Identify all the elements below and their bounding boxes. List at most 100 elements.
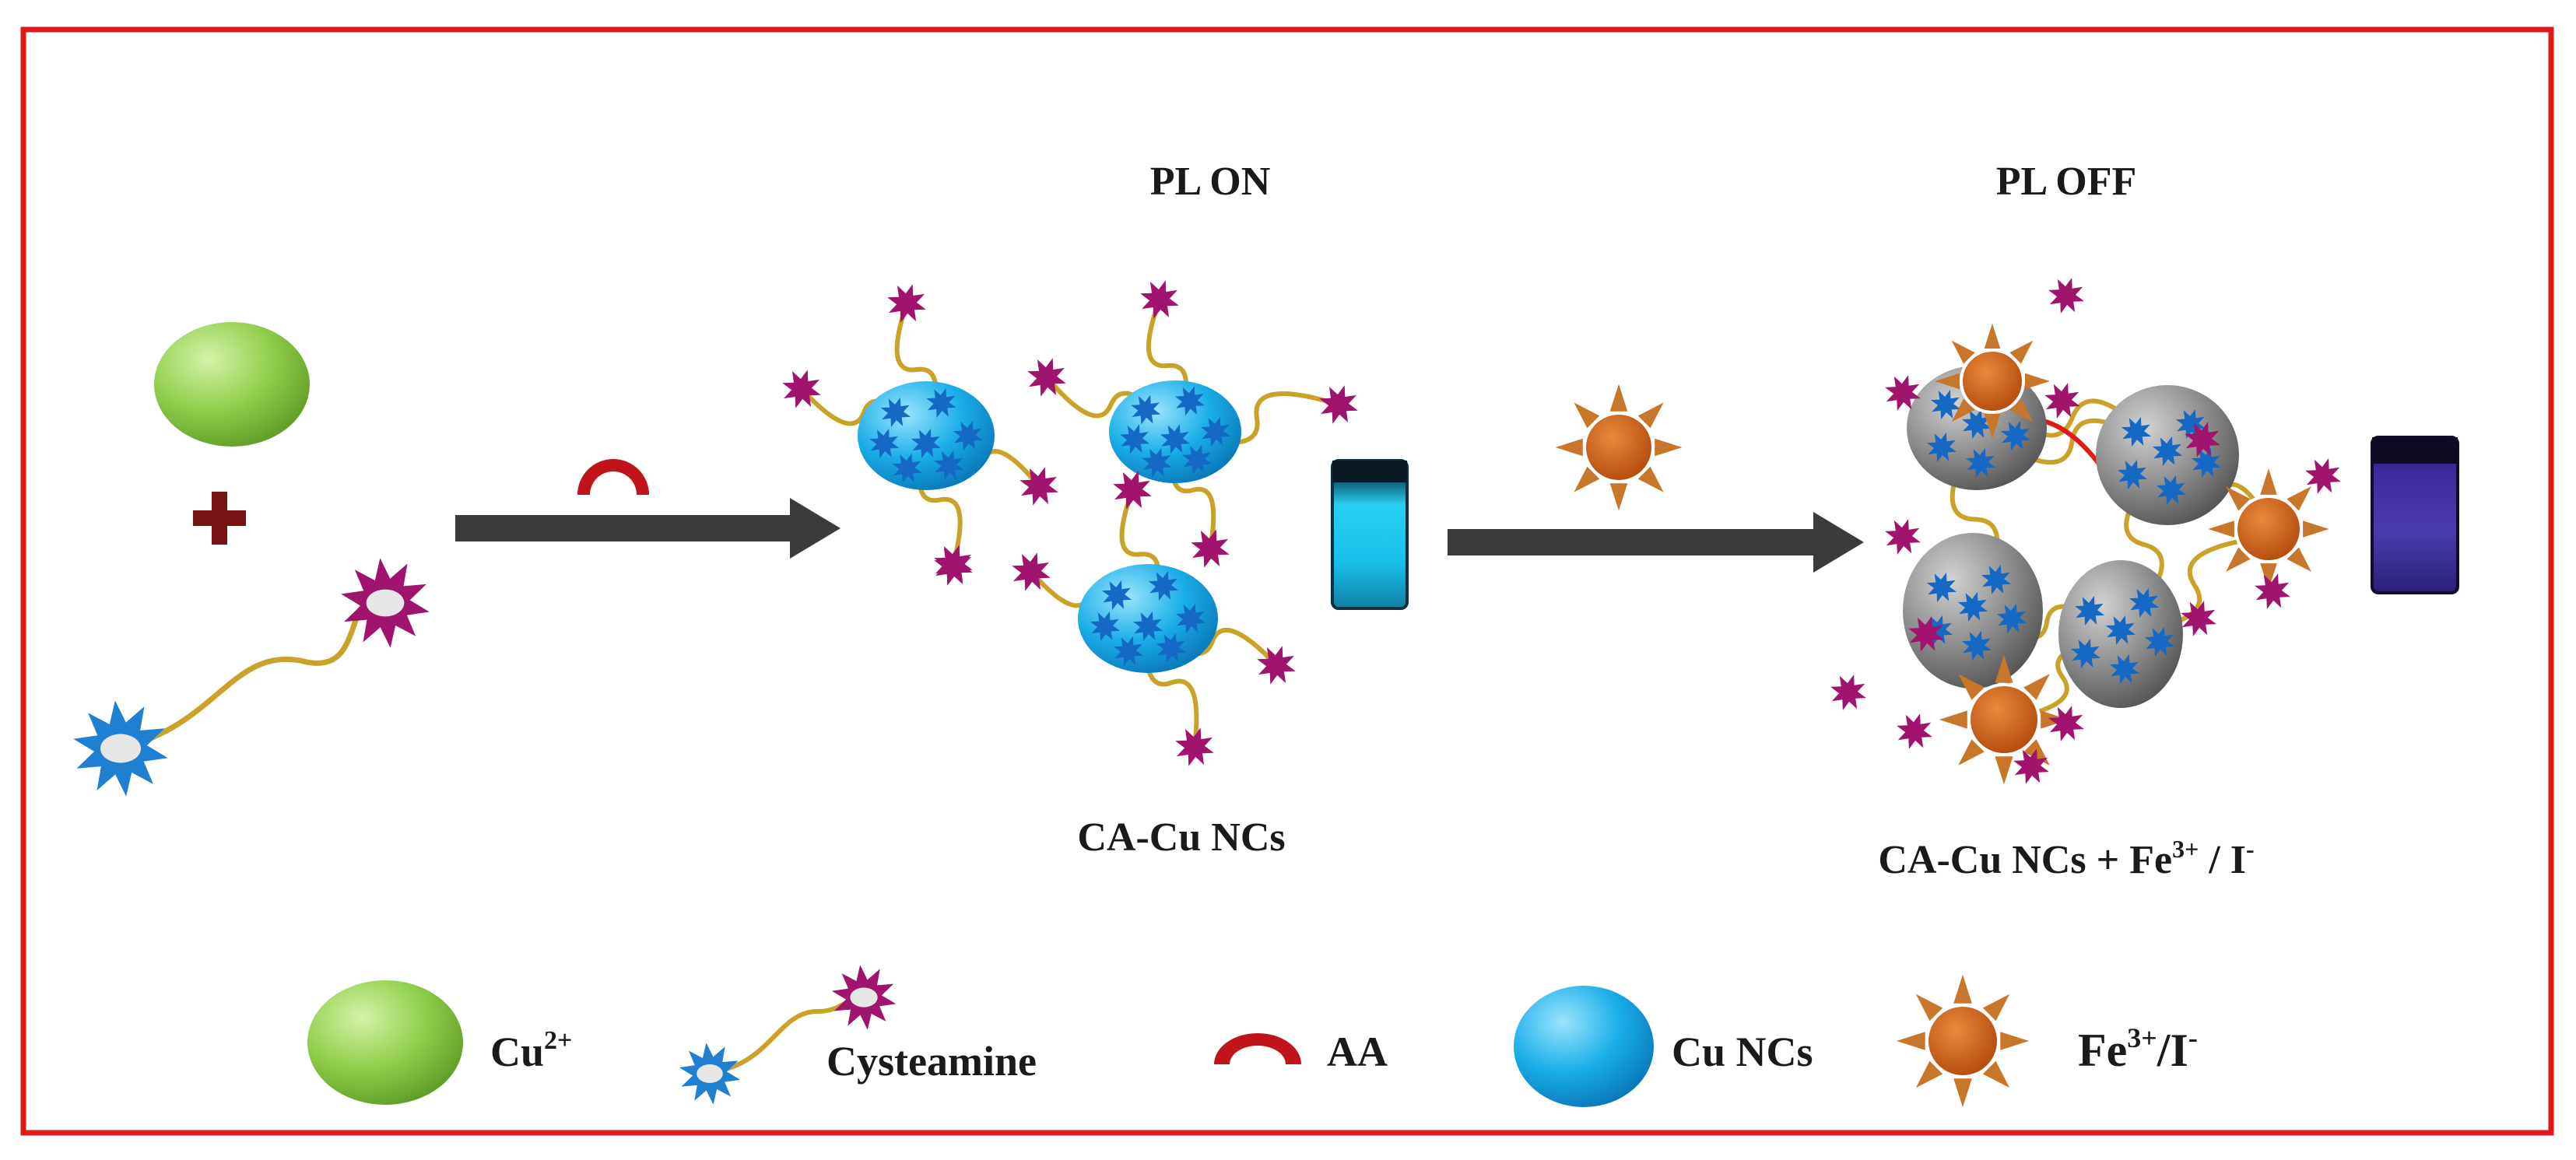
quenched-nc-site-icon	[2070, 638, 2101, 669]
nc-2-surface-site-icon	[1182, 444, 1213, 475]
legend-cu-ncs-icon	[1514, 986, 1654, 1107]
plus-sign	[193, 492, 246, 545]
quenched-nc-site-icon	[1965, 447, 1996, 478]
nc-1-ligand-head-icon	[1020, 467, 1058, 506]
nc-3-ligand-head-icon	[1012, 552, 1051, 591]
nc-3-surface-site-icon	[1101, 580, 1132, 611]
aggregate-ligand-head-icon	[2048, 278, 2084, 314]
nc-1-ligand-head-icon	[782, 370, 821, 408]
reaction-arrow-1-shaft	[455, 515, 798, 541]
ca-cu-ncs-label: CA-Cu NCs	[1077, 815, 1285, 860]
nc-2-ligand-head-icon	[1140, 280, 1179, 319]
reaction-arrow-2-head	[1813, 512, 1864, 573]
cysteamine-thiol-burst	[73, 700, 168, 797]
quenched-nc-site-icon	[2191, 447, 2222, 478]
aggregate-ligand-head-icon	[1885, 519, 1921, 555]
aggregate-ligand-head-icon	[1830, 675, 1866, 710]
nc-2-surface-site-icon	[1160, 424, 1191, 454]
quenched-nc-site-icon	[1961, 630, 1992, 661]
nc-3-surface-site-icon	[1132, 611, 1163, 642]
reaction-arrow-2-shaft	[1448, 529, 1821, 555]
ca-cu-ncs-fe-i-label: CA-Cu NCs + Fe3+ / I-	[1878, 835, 2254, 882]
nc-3-surface-site-icon	[1113, 636, 1144, 667]
cysteamine-amine-burst	[341, 558, 430, 648]
aggregate-ligand-head-icon	[2181, 601, 2216, 636]
quenched-nc-site-icon	[1996, 603, 2027, 634]
aggregate-ligand-head-icon	[2013, 748, 2049, 784]
nc-1	[782, 284, 1058, 584]
nc-2-surface-site-icon	[1131, 394, 1161, 425]
legend-aa-icon	[1214, 1033, 1301, 1064]
quenched-nc-site-icon	[2175, 408, 2206, 440]
cu-ion-sphere	[154, 322, 310, 447]
aa-icon	[577, 459, 649, 495]
legend-aa-label: AA	[1327, 1029, 1388, 1075]
legend-fe-i-icon	[1896, 974, 2030, 1108]
quenched-nc-site-icon	[2105, 615, 2136, 646]
legend-amine-burst	[831, 965, 897, 1030]
nc-2	[1027, 280, 1358, 568]
legend-fe-sun	[1896, 974, 2030, 1108]
nc-3-ligand-head-icon	[1257, 646, 1296, 685]
quenched-nc-site-icon	[1961, 408, 1992, 440]
aggregate-ligand-head-icon	[2255, 573, 2290, 609]
legend-cu-ncs-label: Cu NCs	[1672, 1029, 1813, 1075]
nc-1-surface-site-icon	[911, 428, 942, 459]
nc-2-ligand-head-icon	[1191, 529, 1230, 568]
nc-1-ligand-head-icon	[887, 284, 926, 323]
nc-2-surface-site-icon	[1200, 416, 1231, 447]
quenched-nc-site-icon	[2144, 626, 2175, 657]
fe-i-icon	[1555, 384, 1683, 511]
ca-cu-ncs-cluster	[782, 280, 1358, 766]
vial-pl-off	[2371, 436, 2459, 594]
nc-3-surface-site-icon	[1156, 633, 1187, 664]
aggregate-ligand-head-icon	[2044, 383, 2080, 419]
nc-2-surface-site-icon	[1142, 447, 1172, 478]
quenched-aggregate	[1830, 278, 2341, 785]
quenched-nc-site-icon	[2000, 420, 2031, 451]
reaction-arrow-1-head	[790, 498, 841, 559]
legend-cu-ion-icon	[307, 980, 463, 1105]
quenched-nc-site-icon	[1957, 591, 1988, 622]
legend-cysteamine-head-icon	[831, 965, 897, 1030]
quenched-nc-site-icon	[1926, 432, 1957, 463]
nc-1-surface-site-icon	[926, 387, 956, 419]
aggregate-ligand-head-icon	[1908, 616, 1944, 652]
arrow-fe-sun	[1555, 384, 1683, 511]
quenched-nc-site-icon	[2156, 475, 2187, 506]
nc-1-surface-site-icon	[953, 420, 983, 451]
quenched-nc-site-icon	[1930, 389, 1961, 420]
quenched-nc-site-icon	[2117, 459, 2148, 490]
aggregate-fe-sun	[1935, 324, 2050, 439]
nc-2-surface-site-icon	[1119, 424, 1150, 454]
nc-1-surface-site-icon	[934, 450, 964, 481]
vial-pl-on	[1331, 459, 1409, 610]
quenched-nc-site-icon	[2121, 416, 2152, 447]
nc-ligand-head-icon	[934, 547, 973, 586]
frame-border	[20, 26, 2554, 1136]
legend-cu-label: Cu2+	[490, 1026, 572, 1075]
aggregate-fe-sun	[1939, 654, 2069, 785]
aggregate-fe-sun	[2208, 468, 2329, 590]
nc-2-ligand-head-icon	[1027, 358, 1066, 397]
nc-2-surface-site-icon	[1174, 386, 1205, 416]
quenched-nc-site-icon	[2109, 654, 2140, 685]
nc-3-ligand-head-icon	[1113, 471, 1152, 510]
aggregate-ligand-head-icon	[1885, 375, 1921, 411]
nc-1-surface-site-icon	[892, 453, 922, 484]
quenched-nc-site-icon	[1981, 564, 2012, 595]
pl-off-label: PL OFF	[1996, 159, 2137, 204]
aggregate-ligand-head-icon	[2185, 422, 2220, 457]
legend: Cu2+ Cysteamine AA Cu NCs Fe3+/I-	[307, 965, 2198, 1108]
nc-3-surface-site-icon	[1175, 603, 1206, 634]
pl-on-label: PL ON	[1150, 159, 1271, 204]
cysteamine-head-icon	[341, 558, 430, 648]
nc-3	[1012, 471, 1296, 766]
nc-1-surface-site-icon	[880, 397, 911, 428]
nc-3-ligand-head-icon	[1175, 727, 1214, 766]
nc-3-surface-site-icon	[1090, 611, 1121, 642]
quenched-nc-site-icon	[2152, 436, 2183, 467]
cysteamine-tail-icon	[73, 700, 168, 797]
